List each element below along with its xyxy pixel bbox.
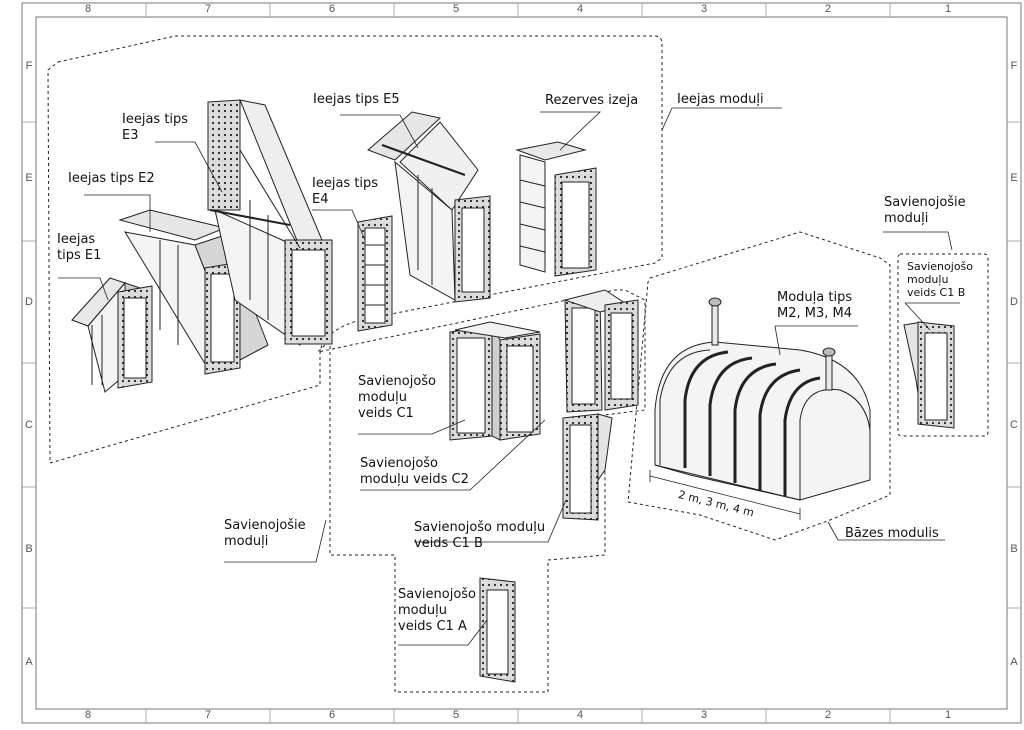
column-label-4: 4 xyxy=(576,3,584,15)
entrance-module-e1 xyxy=(71,277,153,393)
column-label-5-bottom: 5 xyxy=(452,709,460,721)
column-label-2: 2 xyxy=(824,3,832,15)
label-connecting-c1: Savienojošo moduļu veids C1 xyxy=(358,374,437,421)
label-entrance-modules: Ieejas moduļi xyxy=(677,92,764,107)
column-label-8-bottom: 8 xyxy=(84,709,92,721)
reserve-exit-module xyxy=(515,141,597,277)
row-label-a: A xyxy=(25,656,33,668)
row-label-f: F xyxy=(25,60,33,72)
entrance-module-e3 xyxy=(207,99,333,346)
row-label-b-right: B xyxy=(1010,543,1018,555)
entrance-module-e5 xyxy=(367,111,491,303)
row-label-e: E xyxy=(25,172,33,184)
connecting-module-c1b xyxy=(562,413,613,521)
row-label-d: D xyxy=(25,296,33,308)
row-label-b: B xyxy=(25,543,33,555)
column-label-8: 8 xyxy=(84,3,92,15)
connecting-module-c1 xyxy=(449,321,541,441)
label-connecting-c2: Savienojošo moduļu veids C2 xyxy=(360,456,469,487)
label-base-module: Bāzes modulis xyxy=(845,526,939,541)
entrance-module-e4 xyxy=(357,215,393,332)
label-connecting-c1a: Savienojošo moduļu veids C1 A xyxy=(398,587,477,634)
row-label-e-right: E xyxy=(1010,172,1018,184)
connecting-module-c1b-small xyxy=(903,321,955,429)
row-label-c-right: C xyxy=(1010,419,1018,431)
column-label-3-bottom: 3 xyxy=(700,709,708,721)
base-module xyxy=(654,297,871,501)
row-label-d-right: D xyxy=(1010,296,1018,308)
column-label-1-bottom: 1 xyxy=(944,709,952,721)
column-label-7-bottom: 7 xyxy=(204,709,212,721)
row-label-f-right: F xyxy=(1010,60,1018,72)
entrance-modules-outline xyxy=(47,35,663,464)
sheet-frame xyxy=(21,2,1022,724)
column-label-5: 5 xyxy=(452,3,460,15)
dimension-line xyxy=(649,470,801,520)
label-module-type: Moduļa tips M2, M3, M4 xyxy=(777,290,853,321)
leader-lines xyxy=(58,107,960,646)
row-label-a-right: A xyxy=(1010,656,1018,668)
column-label-7: 7 xyxy=(204,3,212,15)
label-entrance-e3: Ieejas tips E3 xyxy=(122,112,189,143)
label-reserve-exit: Rezerves izeja xyxy=(545,93,639,108)
label-entrance-e4: Ieejas tips E4 xyxy=(312,176,379,207)
label-entrance-e1: Ieejas tips E1 xyxy=(57,232,102,263)
connecting-module-c1a xyxy=(479,577,516,683)
connecting-modules-outline xyxy=(316,289,646,693)
column-label-1: 1 xyxy=(944,3,952,15)
label-connecting-c1b-small: Savienojošo moduļu veids C1 B xyxy=(907,260,974,299)
column-label-6: 6 xyxy=(328,3,336,15)
label-entrance-e5: Ieejas tips E5 xyxy=(313,92,400,107)
label-connecting-c1b: Savienojošo moduļu veids C1 B xyxy=(414,520,546,551)
right-connecting-outline xyxy=(897,253,989,437)
connecting-module-c2 xyxy=(563,289,639,413)
label-entrance-e2: Ieejas tips E2 xyxy=(68,171,155,186)
label-connecting-modules-right: Savienojošie moduļi xyxy=(884,195,966,226)
column-label-4-bottom: 4 xyxy=(576,709,584,721)
label-connecting-modules-left: Savienojošie moduļi xyxy=(224,518,306,549)
group-outlines xyxy=(47,35,989,693)
column-label-3: 3 xyxy=(700,3,708,15)
base-module-outline xyxy=(627,231,891,541)
column-label-2-bottom: 2 xyxy=(824,709,832,721)
column-label-6-bottom: 6 xyxy=(328,709,336,721)
row-label-c: C xyxy=(25,419,33,431)
entrance-module-e2 xyxy=(118,209,269,375)
